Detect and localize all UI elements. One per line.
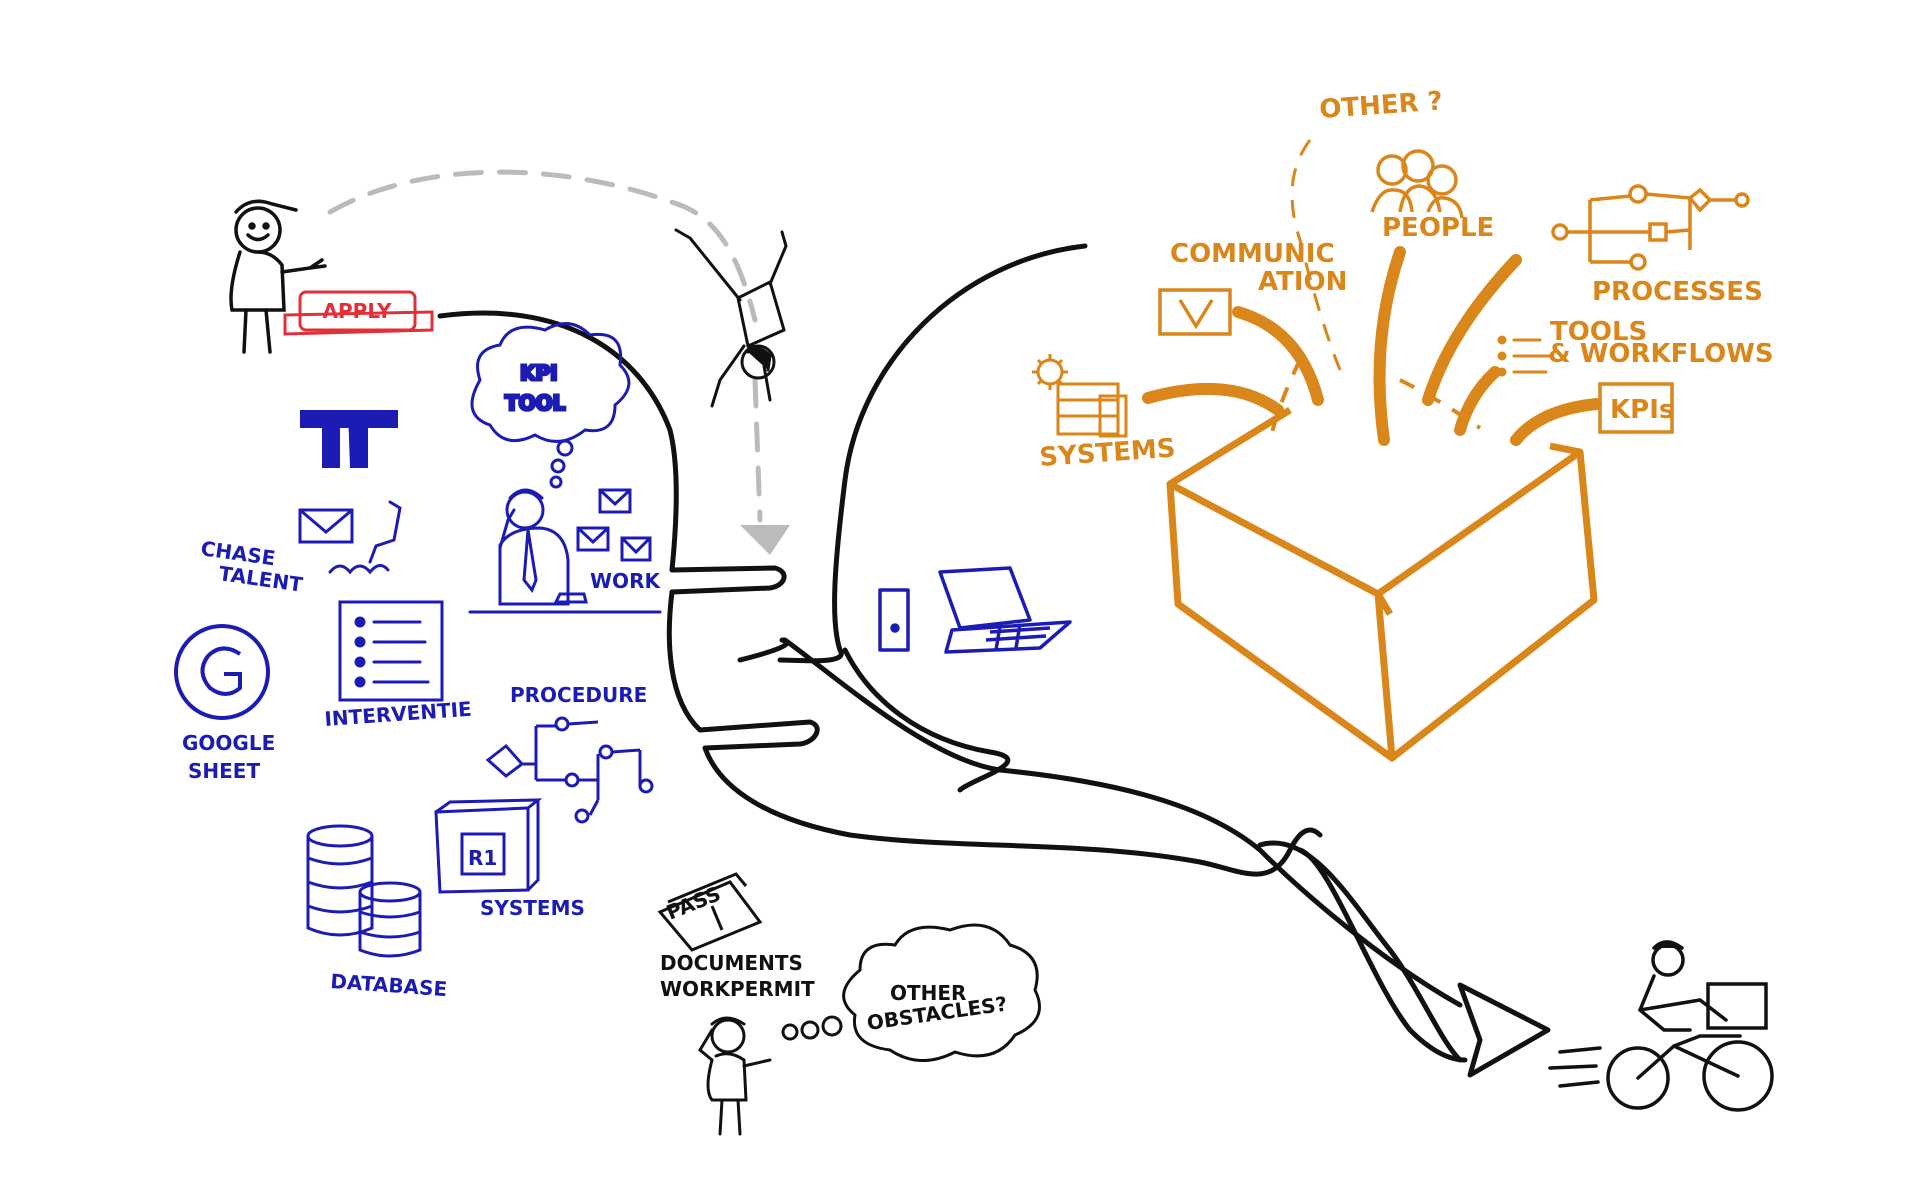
arrow-path-icon <box>437 243 1551 1078</box>
burst-dashes-icon <box>1268 359 1482 441</box>
falling-figure-icon <box>674 228 788 408</box>
people-label: PEOPLE <box>1382 213 1494 243</box>
open-box-icon <box>1166 407 1598 762</box>
systems-left-label: SYSTEMS <box>480 896 585 920</box>
apply-button-icon: APPLY <box>283 290 434 336</box>
other-top-label: OTHER ? <box>1318 86 1443 125</box>
kpis-label: KPIs <box>1610 395 1674 425</box>
database-label: DATABASE <box>330 969 448 1001</box>
sheet-label: SHEET <box>188 759 260 783</box>
thought-cloud-icon: KPI TOOL <box>470 322 631 489</box>
google-g-icon <box>174 624 270 720</box>
work-label: WORK <box>590 569 661 593</box>
cyclist-icon <box>1548 940 1774 1112</box>
interventie-label: INTERVENTIE <box>324 697 473 731</box>
phone-icon <box>328 500 402 575</box>
communication-label-1: COMMUNIC <box>1170 239 1335 269</box>
communication-label-2: ATION <box>1258 267 1347 297</box>
workpermit-label: WORKPERMIT <box>660 977 815 1001</box>
apply-label: APPLY <box>323 299 392 323</box>
logo-icon <box>300 410 398 468</box>
r1-label: R1 <box>468 846 497 870</box>
tool-label-text: TOOL <box>505 391 566 415</box>
cube-icon <box>434 798 543 894</box>
systems-right-label: SYSTEMS <box>1038 434 1176 473</box>
pass-label: PASS <box>663 881 724 924</box>
database-icon <box>306 824 422 958</box>
stick-figure-icon <box>229 199 327 354</box>
stick-figure-icon <box>698 1016 772 1136</box>
processes-label: PROCESSES <box>1592 277 1763 307</box>
envelope-icon <box>1158 288 1232 336</box>
burst-lines-icon <box>1142 246 1602 446</box>
talent-label: TALENT <box>217 561 304 597</box>
people-icon <box>1370 149 1464 219</box>
checklist-icon <box>338 600 444 702</box>
workflows-label: & WORKFLOWS <box>1548 339 1774 369</box>
desk-worker-icon <box>468 488 662 614</box>
envelope-icon <box>576 488 652 562</box>
obstacles-other-label: OTHER <box>890 981 966 1005</box>
envelope-icon <box>298 508 354 544</box>
thought-cloud-icon <box>781 923 1041 1062</box>
dashed-arrowhead-icon <box>740 525 790 555</box>
flowchart-icon <box>485 716 654 824</box>
procedure-label: PROCEDURE <box>510 683 647 707</box>
flowchart-icon <box>1551 184 1750 271</box>
kpi-label: KPI <box>520 361 558 385</box>
dashed-arc-icon <box>327 169 763 523</box>
google-label: GOOGLE <box>182 731 275 755</box>
server-stack-icon <box>1056 382 1128 438</box>
tools-label: TOOLS <box>1550 317 1647 347</box>
laptop-icon <box>878 566 1072 654</box>
dashed-line-icon <box>1290 139 1342 371</box>
passport-icon <box>657 872 763 952</box>
checklist-icon <box>1497 335 1552 377</box>
gear-icon <box>1032 354 1068 390</box>
documents-label: DOCUMENTS <box>660 951 803 975</box>
